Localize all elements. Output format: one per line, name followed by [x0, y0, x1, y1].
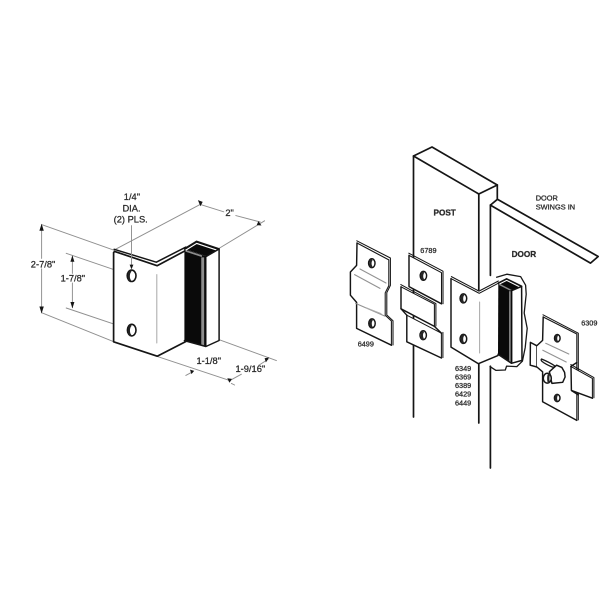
svg-text:(2) PLS.: (2) PLS. [114, 214, 148, 224]
svg-text:6789: 6789 [420, 246, 436, 255]
svg-text:6369: 6369 [455, 373, 471, 382]
svg-text:2": 2" [225, 208, 233, 218]
svg-text:POST: POST [434, 209, 456, 218]
svg-text:1-9/16": 1-9/16" [236, 364, 266, 374]
svg-text:6449: 6449 [455, 398, 471, 407]
svg-text:DOOR: DOOR [536, 193, 558, 202]
svg-text:SWINGS IN: SWINGS IN [536, 202, 575, 211]
svg-text:1/4": 1/4" [124, 192, 140, 202]
svg-text:DIA.: DIA. [122, 203, 140, 213]
svg-text:6389: 6389 [455, 381, 471, 390]
svg-text:6349: 6349 [455, 364, 471, 373]
svg-text:6499: 6499 [358, 340, 374, 349]
svg-text:1-1/8": 1-1/8" [197, 356, 222, 366]
svg-text:6309: 6309 [581, 319, 597, 328]
svg-text:2-7/8": 2-7/8" [31, 260, 56, 270]
svg-text:1-7/8": 1-7/8" [61, 274, 86, 284]
svg-text:6429: 6429 [455, 390, 471, 399]
svg-text:DOOR: DOOR [512, 250, 537, 259]
